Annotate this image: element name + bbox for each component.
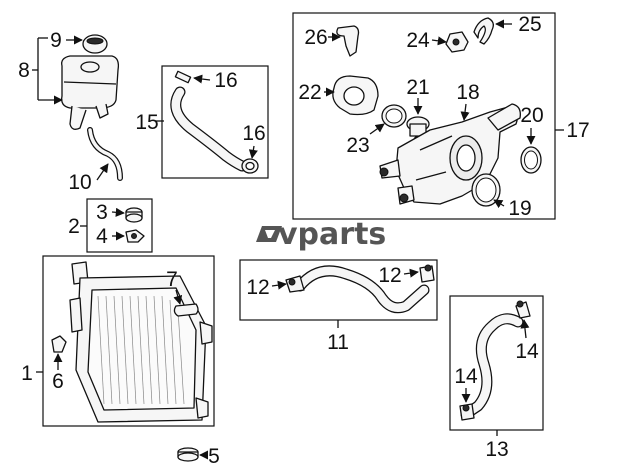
upper-hose-part — [170, 70, 259, 174]
vparts-logo: vparts — [256, 217, 386, 252]
clamp-part-12b — [419, 264, 435, 283]
callout-4: 4 — [96, 225, 108, 248]
sensor-part — [445, 31, 469, 53]
callout-leader-14a — [520, 319, 530, 339]
callout-leader-18 — [460, 103, 470, 121]
callout-8: 8 — [18, 59, 30, 82]
callout-12a: 12 — [246, 276, 269, 299]
callout-26: 26 — [304, 26, 327, 49]
cap-part-3 — [125, 207, 143, 223]
callout-14b: 14 — [454, 365, 478, 388]
clamp-part-14b — [459, 403, 475, 421]
callout-12b: 12 — [378, 264, 401, 287]
callout-11: 11 — [327, 331, 349, 354]
callout-19: 19 — [508, 197, 531, 220]
callout-leader-12b — [403, 268, 419, 278]
callout-2: 2 — [68, 215, 80, 238]
callout-13: 13 — [485, 438, 508, 461]
drain-plug-part-5 — [177, 447, 199, 462]
radiator-cap-part-7 — [173, 303, 199, 317]
callout-leader-23 — [369, 123, 385, 135]
cap-part-4 — [125, 229, 145, 243]
callout-leader-24 — [431, 36, 447, 46]
callout-16a: 16 — [214, 69, 237, 92]
gasket-part-23 — [381, 104, 407, 128]
callout-leader-12a — [271, 280, 287, 290]
clip-part — [473, 17, 494, 45]
coolant-reservoir-part — [61, 55, 120, 130]
group-box-radiator-1 — [42, 255, 215, 427]
callout-3: 3 — [96, 201, 108, 224]
callout-18: 18 — [456, 81, 479, 104]
callout-20: 20 — [520, 104, 543, 127]
callout-17: 17 — [566, 119, 589, 142]
callout-10: 10 — [68, 171, 91, 194]
callout-22: 22 — [298, 81, 321, 104]
callout-15: 15 — [135, 111, 158, 134]
clamp-part-12a — [285, 275, 305, 293]
reservoir-cap-part — [82, 34, 108, 54]
callout-leader-3 — [111, 207, 125, 217]
callout-6: 6 — [52, 370, 64, 393]
callout-14a: 14 — [515, 340, 539, 363]
callout-leader-16b — [248, 145, 258, 159]
bracket-part — [336, 25, 360, 57]
callout-1: 1 — [21, 362, 33, 385]
gasket-part-20 — [520, 146, 542, 174]
callout-leader-10 — [96, 163, 109, 181]
callout-leader-19 — [493, 199, 505, 209]
callout-23: 23 — [346, 134, 369, 157]
callout-leader-16a — [193, 74, 211, 84]
clamp-part-14a — [515, 300, 531, 319]
callout-7: 7 — [166, 268, 178, 291]
hose-part-13 — [460, 313, 524, 420]
group-box-hose-15 — [161, 65, 269, 179]
reservoir-hose-part — [87, 127, 123, 181]
callout-labels: 1 2 3 4 5 6 7 8 9 10 11 12 12 13 14 14 1… — [18, 13, 590, 468]
radiator-part — [69, 261, 213, 423]
lower-hose-part-11 — [294, 265, 430, 314]
callout-9: 9 — [50, 29, 62, 52]
callout-21: 21 — [406, 76, 429, 99]
water-outlet-part — [332, 75, 379, 116]
plug-part-6 — [51, 335, 67, 353]
callout-25: 25 — [518, 13, 541, 36]
callout-16b: 16 — [242, 122, 265, 145]
group-box-thermostat-housing-17 — [292, 12, 556, 220]
callout-5: 5 — [208, 445, 220, 468]
o-ring-part-19 — [471, 173, 501, 207]
callout-leader-8 — [32, 37, 63, 105]
callout-leader-7 — [173, 289, 183, 305]
vparts-logo-text: vparts — [278, 217, 386, 252]
callout-24: 24 — [406, 29, 430, 52]
